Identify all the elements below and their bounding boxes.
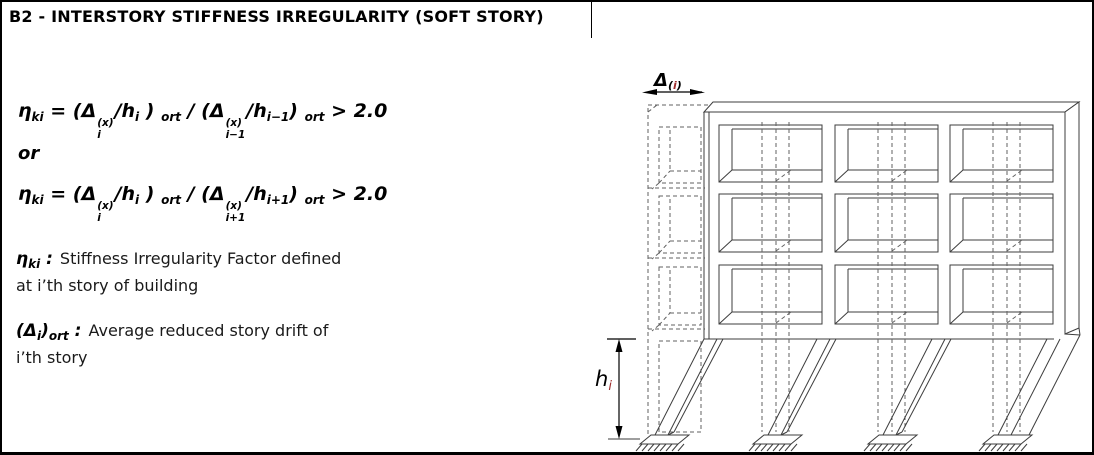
or-label: or	[18, 143, 40, 164]
story-height-label: hi	[595, 367, 612, 394]
drift-dimension-arrow	[642, 89, 705, 95]
definition-delta-ort-term: (Δi)ort :	[16, 321, 82, 343]
drift-label: Δ(i)	[652, 70, 682, 92]
definition-delta-ort-text-line2: i’th story	[16, 348, 88, 367]
window-openings	[718, 124, 1054, 325]
definition-eta-ki-text-line2: at i’th story of building	[16, 276, 199, 295]
section-title: B2 - INTERSTORY STIFFNESS IRREGULARITY (…	[9, 7, 544, 26]
story-height-dimension	[607, 338, 636, 439]
definition-delta-ort: (Δi)ort :Average reduced story drift of …	[16, 320, 486, 368]
displaced-building-frame	[702, 101, 1081, 340]
title-cell-divider	[591, 2, 592, 38]
definition-eta-ki-term: ηki :	[16, 249, 53, 271]
definition-eta-ki: ηki : Stiffness Irregularity Factor defin…	[16, 248, 486, 296]
stiffness-irregularity-formula-upper-story: ηki = (Δ(x)i/hi ) ort / (Δ(x)i+1/hi+1) o…	[18, 183, 388, 224]
original-column-dashed-lines	[761, 122, 1021, 432]
tilted-soft-story-columns	[654, 334, 1081, 436]
footings-and-ground-hatch	[608, 434, 1034, 452]
definition-delta-ort-text-line1: Average reduced story drift of	[88, 321, 329, 340]
definition-eta-ki-text-line1: Stiffness Irregularity Factor defined	[59, 249, 342, 268]
original-position-dashed-outline	[647, 104, 712, 435]
stiffness-irregularity-formula-lower-story: ηki = (Δ(x)i/hi ) ort / (Δ(x)i−1/hi−1) o…	[18, 100, 388, 141]
